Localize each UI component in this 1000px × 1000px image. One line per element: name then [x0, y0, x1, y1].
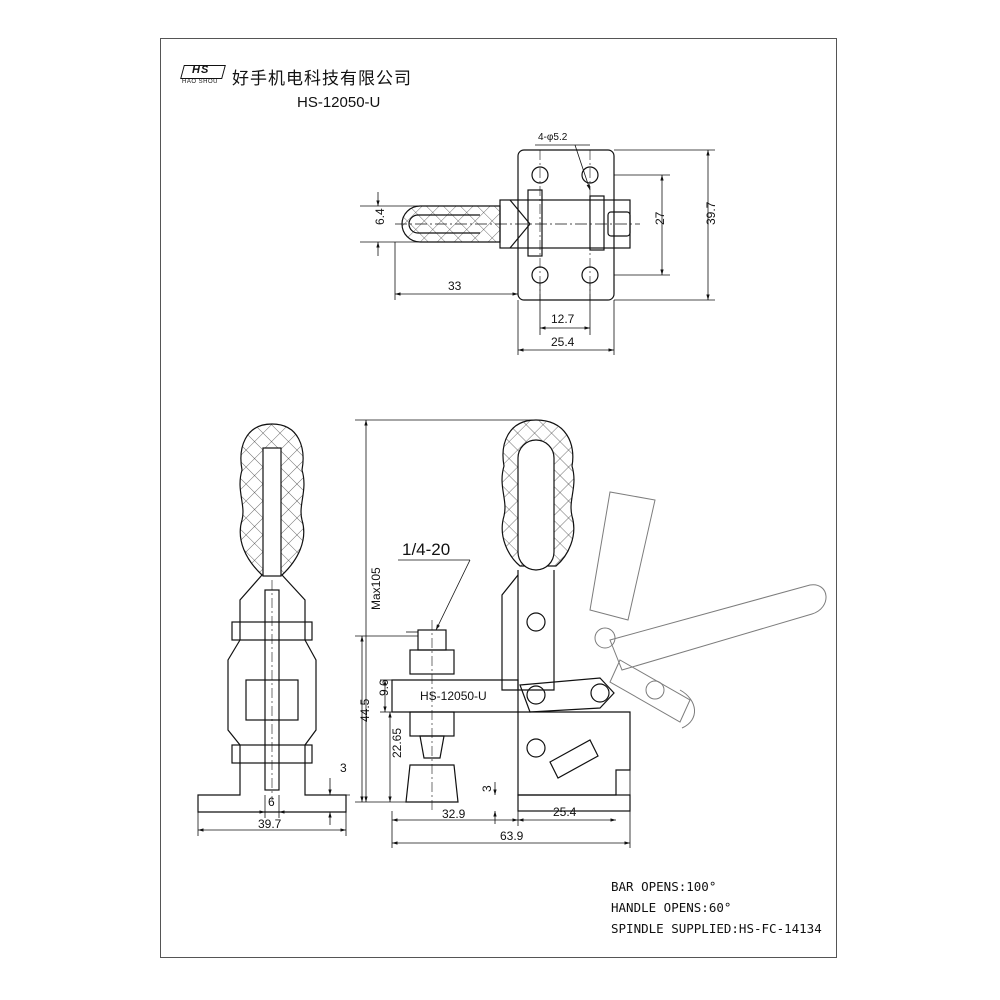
dim-6-4: 6.4 — [373, 208, 387, 225]
dim-25-4-side: 25.4 — [553, 805, 577, 819]
top-view-dimensions — [360, 144, 715, 355]
dim-39-7-front: 39.7 — [258, 817, 282, 831]
top-view-labels: 4-φ5.2 27 39.7 6.4 33 12.7 25.4 — [373, 132, 718, 349]
thread-label: 1/4-20 — [402, 540, 450, 559]
note-spindle: SPINDLE SUPPLIED:HS-FC-14134 — [611, 921, 822, 936]
note-bar-opens: BAR OPENS:100° — [611, 879, 717, 894]
dim-12-7: 12.7 — [551, 312, 575, 326]
dim-44-5: 44.5 — [358, 698, 372, 722]
dim-27: 27 — [653, 211, 667, 225]
dim-33: 33 — [448, 279, 462, 293]
front-view-labels: 6 39.7 3 — [258, 761, 347, 831]
dim-6: 6 — [268, 795, 275, 809]
model-number: HS-12050-U — [297, 94, 381, 111]
open-position-ghost — [589, 491, 827, 729]
spindle-tip — [405, 764, 459, 803]
side-view-dimensions — [355, 419, 631, 848]
dim-max105: Max105 — [369, 567, 383, 610]
spec-notes: BAR OPENS:100° HANDLE OPENS:60° SPINDLE … — [611, 876, 822, 939]
dim-3-front: 3 — [340, 761, 347, 775]
company-logo: HS HAO SHOU — [180, 62, 228, 90]
body-label: HS-12050-U — [420, 689, 487, 703]
front-view-dimensions — [197, 778, 350, 836]
top-view — [395, 149, 640, 301]
holes-label: 4-φ5.2 — [538, 132, 568, 143]
side-view — [391, 419, 631, 812]
dim-9-6: 9.6 — [377, 679, 391, 696]
side-view-labels: 1/4-20 HS-12050-U Max105 44.5 9.6 22.65 … — [358, 540, 577, 843]
dim-63-9: 63.9 — [500, 829, 524, 843]
dim-25-4: 25.4 — [551, 335, 575, 349]
body-front — [197, 574, 347, 813]
front-view — [197, 423, 347, 813]
handle-hook — [501, 574, 519, 691]
drawing-frame — [160, 38, 837, 958]
dim-39-7: 39.7 — [704, 201, 718, 225]
dim-22-65: 22.65 — [390, 728, 404, 758]
company-name: 好手机电科技有限公司 — [232, 69, 412, 88]
dim-32-9: 32.9 — [442, 807, 466, 821]
base-plate — [517, 149, 615, 301]
link-arm — [519, 677, 615, 713]
dim-3-side: 3 — [480, 785, 494, 792]
note-handle-opens: HANDLE OPENS:60° — [611, 900, 732, 915]
base-body — [517, 711, 631, 796]
